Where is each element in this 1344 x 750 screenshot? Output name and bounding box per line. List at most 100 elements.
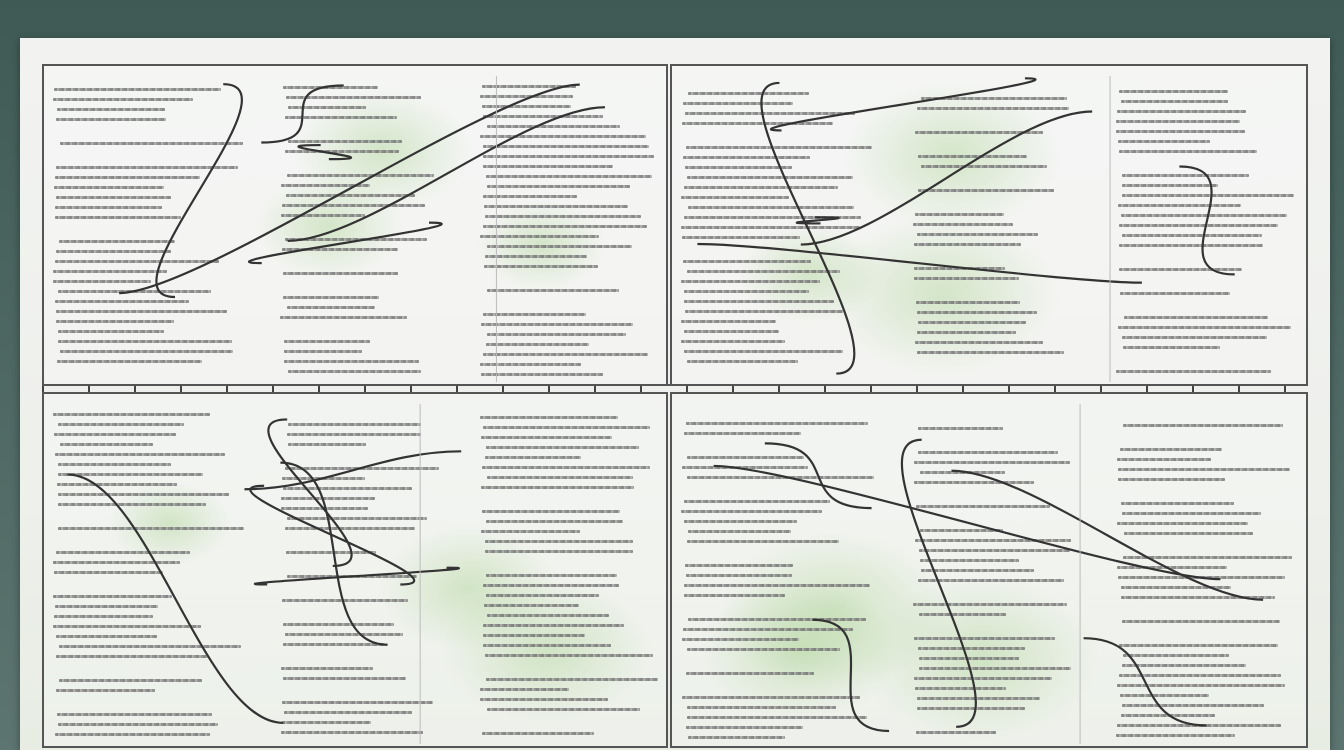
scribble-text-line: [1116, 119, 1241, 123]
scribble-text-line: [685, 573, 792, 577]
scribble-text-line: [54, 206, 163, 210]
scribble-text-line: [682, 695, 860, 699]
scribble-text-line: [59, 240, 176, 244]
connector-curve: [155, 83, 243, 299]
scribble-text-line: [483, 604, 580, 608]
scribble-text-line: [484, 255, 587, 259]
scribble-text-line: [56, 654, 209, 658]
scribble-text-line: [486, 520, 623, 524]
scribble-text-line: [54, 432, 177, 436]
scribble-text-line: [917, 578, 1065, 582]
scribble-text-line: [1122, 345, 1220, 349]
scribble-text-line: [1122, 173, 1249, 177]
green-highlight: [719, 529, 950, 691]
scribble-text-line: [480, 530, 580, 534]
scribble-text-line: [1120, 586, 1231, 590]
scribble-text-line: [53, 412, 210, 416]
scribble-text-line: [482, 85, 577, 89]
scribble-text-line: [683, 215, 862, 219]
scribble-text-line: [486, 594, 599, 598]
scribble-text-line: [284, 527, 415, 531]
scribble-text-line: [1118, 243, 1264, 247]
scribble-text-line: [685, 145, 873, 149]
scribble-text-line: [56, 482, 178, 486]
scribble-text-line: [284, 238, 427, 242]
scribble-text-line: [684, 165, 792, 169]
scribble-text-line: [684, 431, 801, 435]
scribble-text-line: [482, 644, 611, 648]
diagram-sheet: [20, 38, 1330, 750]
scribble-text-line: [485, 215, 641, 219]
scribble-text-line: [485, 446, 640, 450]
scribble-text-line: [918, 666, 1071, 670]
scribble-text-line: [1116, 566, 1228, 570]
scribble-text-line: [1118, 478, 1226, 482]
scribble-text-line: [687, 91, 810, 95]
scribble-text-line: [482, 165, 614, 169]
scribble-text-line: [481, 323, 633, 327]
connector-lines: [119, 76, 605, 382]
divider-ruler: [42, 384, 1304, 392]
panel-top-left: [42, 64, 668, 386]
scribble-text-line: [479, 235, 600, 239]
scribble-text-line: [1119, 89, 1228, 93]
scribble-text-line: [280, 184, 371, 188]
connector-curve: [1179, 165, 1235, 276]
green-highlight: [378, 525, 560, 652]
scribble-text-line: [686, 175, 853, 179]
scribble-text-line: [1116, 684, 1285, 688]
scribble-text-line: [58, 422, 184, 426]
scribble-text-line: [482, 426, 651, 430]
scribble-text-line: [285, 96, 421, 100]
scribble-text-line: [54, 186, 164, 190]
scribble-text-line: [281, 599, 408, 603]
scribble-text-line: [683, 349, 843, 353]
scribble-text-line: [683, 627, 854, 631]
scribble-text-line: [920, 528, 1003, 532]
scribble-text-line: [684, 309, 843, 313]
scribble-text-line: [282, 487, 412, 491]
scribble-text-line: [918, 646, 1026, 650]
scribble-text-line: [286, 517, 427, 521]
scribble-text-line: [1123, 532, 1254, 536]
scribble-text-line: [1116, 109, 1246, 113]
scribble-text-line: [59, 678, 203, 682]
scribble-text-line: [58, 340, 232, 344]
scribble-text-line: [917, 696, 1040, 700]
scribble-text-line: [281, 731, 423, 735]
scribble-text-line: [487, 185, 630, 189]
scribble-text-line: [57, 108, 166, 112]
scribble-text-line: [914, 686, 1006, 690]
scribble-text-line: [282, 272, 399, 276]
scribble-text-line: [1119, 291, 1230, 295]
scribble-text-line: [54, 216, 181, 220]
connector-lines: [697, 76, 1235, 382]
connector-curve: [951, 469, 1264, 601]
scribble-text-line: [480, 688, 569, 692]
connector-curve: [795, 216, 840, 225]
scribble-text-line: [486, 343, 589, 347]
scribble-text-line: [681, 465, 809, 469]
scribble-text-line: [288, 443, 367, 447]
scribble-text-line: [283, 360, 420, 364]
scribble-text-line: [486, 333, 626, 337]
scribble-text-line: [1122, 512, 1261, 516]
scribble-text-line: [913, 242, 1021, 246]
scribble-text-line: [1122, 193, 1294, 197]
connector-curve: [697, 242, 1142, 284]
scribble-text-line: [686, 671, 815, 675]
scribble-text-line: [283, 340, 370, 344]
scribble-text-line: [286, 306, 376, 310]
connector-curve: [267, 418, 353, 568]
scribble-text-line: [681, 509, 822, 513]
scribble-text-line: [286, 551, 377, 555]
scribble-text-line: [55, 118, 166, 122]
scribble-text-line: [680, 225, 861, 229]
connector-curve: [249, 484, 416, 586]
scribble-text-line: [682, 155, 810, 159]
scribble-text-line: [482, 584, 620, 588]
scribble-text-line: [914, 636, 1055, 640]
scribble-text-line: [59, 350, 234, 354]
scribble-text-line: [285, 150, 400, 154]
scribble-text-line: [918, 548, 1070, 552]
